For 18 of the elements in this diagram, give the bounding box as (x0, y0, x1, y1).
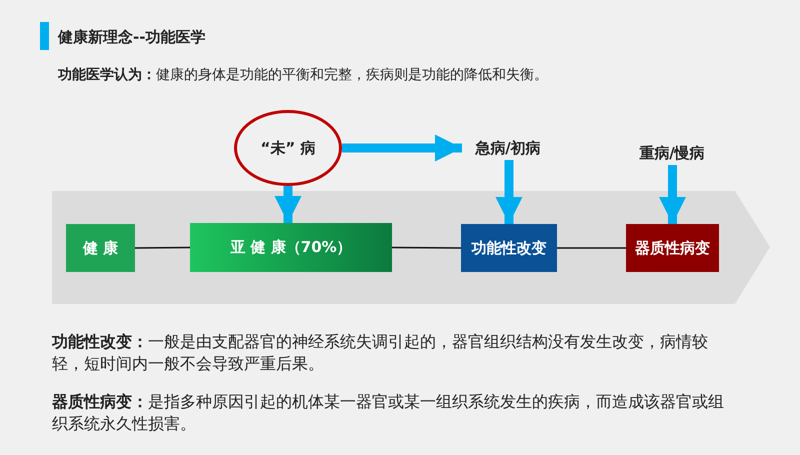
title: 健康新理念--功能医学 (58, 27, 206, 48)
circled-text: “未” 病 (234, 110, 342, 186)
stage-box: 功能性改变 (461, 224, 557, 272)
paragraph: 功能性改变：一般是由支配器官的神经系统失调引起的，器官组织结构没有发生改变，病情较轻，短时间内一般不会导致严重后果。 (52, 331, 709, 374)
block-arrow (496, 160, 522, 224)
connector-line (135, 246, 190, 249)
stage-box: 健 康 (66, 224, 135, 272)
stage-cause-text: 重病/慢病 (628, 141, 716, 165)
stage-cause-text: 急病/初病 (462, 136, 554, 160)
paragraph: 功能医学认为：健康的身体是功能的平衡和完整，疾病则是功能的降低和失衡。 (58, 66, 549, 85)
block-arrow (342, 134, 462, 162)
stage-box: 器质性病变 (626, 224, 719, 272)
paragraph: 器质性病变：是指多种原因引起的机体某一器官或某一组织系统发生的疾病，而造成该器官或组织系统永久性损害。 (52, 391, 725, 434)
stage-box: 亚 健 康（70%） (190, 223, 392, 272)
connector-line (557, 247, 626, 249)
connector-line (392, 246, 461, 249)
block-arrow (274, 186, 302, 223)
block-arrow (659, 165, 686, 224)
